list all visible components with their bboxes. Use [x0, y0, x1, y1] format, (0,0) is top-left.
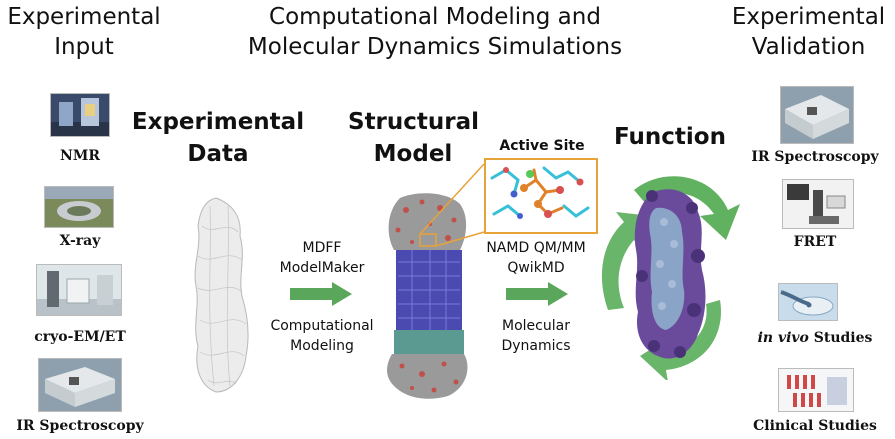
in-vivo-italic: in vivo — [757, 330, 809, 346]
methods-2-top: NAMD QM/MM QwikMD — [486, 240, 586, 276]
cryo-em-photo — [36, 264, 122, 316]
validation-label-in-vivo: in vivo Studies — [740, 330, 890, 346]
density-map — [194, 197, 249, 393]
header-experimental-validation: Experimental Validation — [731, 4, 886, 60]
validation-label-fret: FRET — [793, 234, 837, 250]
stage-experimental-data: Experimental Data — [131, 109, 305, 167]
ir-photo-validation — [780, 86, 854, 144]
xray-photo — [44, 186, 114, 228]
stage-function: Function — [613, 124, 726, 150]
nmr-photo — [50, 93, 110, 137]
validation-label-clinical: Clinical Studies — [753, 418, 877, 434]
header-experimental-input: Experimental Input — [7, 4, 161, 60]
input-label-xray: X-ray — [59, 233, 101, 249]
in-vivo-rest: Studies — [808, 330, 873, 346]
input-label-nmr: NMR — [60, 148, 100, 164]
active-site-label: Active Site — [499, 138, 585, 154]
stage-structural-model: Structural Model — [348, 109, 480, 167]
ir-photo-input — [38, 358, 122, 412]
zoom-lines — [420, 163, 485, 247]
arrow-right-icon-1 — [290, 282, 352, 306]
active-site-panel — [484, 158, 598, 234]
input-label-cryo-em: cryo-EM/ET — [34, 329, 126, 345]
clinical-photo — [778, 368, 854, 412]
methods-2-bottom: Molecular Dynamics — [501, 318, 571, 354]
fret-photo — [782, 179, 854, 229]
structural-model-protein — [387, 193, 468, 399]
validation-label-ir: IR Spectroscopy — [751, 149, 879, 165]
methods-1-bottom: Computational Modeling — [270, 318, 374, 354]
input-label-ir: IR Spectroscopy — [16, 418, 144, 434]
in-vivo-photo — [778, 283, 838, 321]
methods-1-top: MDFF ModelMaker — [279, 240, 365, 276]
arrow-right-icon-2 — [506, 282, 568, 306]
function-cycle — [601, 176, 740, 380]
header-computational: Computational Modeling and Molecular Dyn… — [247, 4, 623, 60]
